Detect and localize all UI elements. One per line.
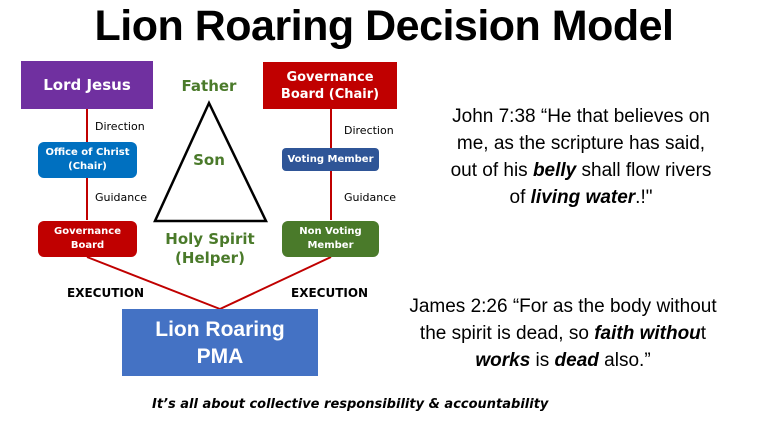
office-of-christ-line1: Office of Christ	[45, 147, 130, 158]
voting-member-box: Voting Member	[282, 148, 379, 171]
holy-spirit-line2: (Helper)	[175, 249, 245, 267]
james-quote-line1: James 2:26 “For as the body without	[409, 296, 717, 317]
john-quote-line4: of living water.!"	[509, 187, 653, 208]
left-guidance-label: Guidance	[95, 191, 148, 204]
james-quote: James 2:26 “For as the body without the …	[371, 293, 755, 374]
lion-roaring-pma-box: Lion Roaring PMA	[122, 309, 318, 376]
non-voting-member-line1: Non Voting	[299, 226, 362, 237]
line-right-exec	[219, 256, 332, 310]
governance-board-chair-box: Governance Board (Chair)	[263, 62, 397, 109]
john-quote-line1: John 7:38 “He that believes on	[452, 106, 710, 127]
john-quote-line3: out of his belly shall flow rivers	[450, 160, 712, 181]
office-of-christ-line2: (Chair)	[68, 161, 107, 172]
governance-board-chair-line1: Governance	[286, 69, 374, 85]
governance-board-line2: Board	[70, 240, 105, 251]
execution-left-label: EXECUTION	[67, 286, 145, 300]
james-quote-line3: works is dead also.”	[475, 350, 651, 371]
voting-member-label: Voting Member	[287, 154, 374, 165]
trinity-triangle	[153, 100, 268, 223]
non-voting-member-line2: Member	[307, 240, 354, 251]
page-title: Lion Roaring Decision Model	[94, 2, 674, 50]
father-label: Father	[181, 77, 237, 95]
pma-line1: Lion Roaring	[155, 317, 285, 341]
line-left-exec	[86, 256, 221, 310]
pma-line2: PMA	[196, 344, 244, 368]
non-voting-member-box: Non Voting Member	[282, 221, 379, 257]
right-guidance-label: Guidance	[344, 191, 397, 204]
lord-jesus-label: Lord Jesus	[43, 76, 131, 94]
execution-right-label: EXECUTION	[291, 286, 369, 300]
governance-board-chair-line2: Board (Chair)	[280, 86, 380, 102]
john-quote: John 7:38 “He that believes on me, as th…	[413, 103, 749, 211]
holy-spirit-line1: Holy Spirit	[165, 230, 255, 248]
footer-tagline: It’s all about collective responsibility…	[152, 397, 549, 412]
office-of-christ-box: Office of Christ (Chair)	[38, 142, 137, 178]
lord-jesus-box: Lord Jesus	[21, 61, 153, 109]
james-quote-line2: the spirit is dead, so faith without	[419, 323, 707, 344]
governance-board-box: Governance Board	[38, 221, 137, 257]
holy-spirit-label: Holy Spirit (Helper)	[148, 230, 272, 268]
right-direction-label: Direction	[344, 124, 394, 137]
john-quote-line2: me, as the scripture has said,	[456, 133, 706, 154]
left-direction-label: Direction	[95, 120, 145, 133]
governance-board-line1: Governance	[53, 226, 121, 237]
son-label: Son	[193, 151, 225, 169]
